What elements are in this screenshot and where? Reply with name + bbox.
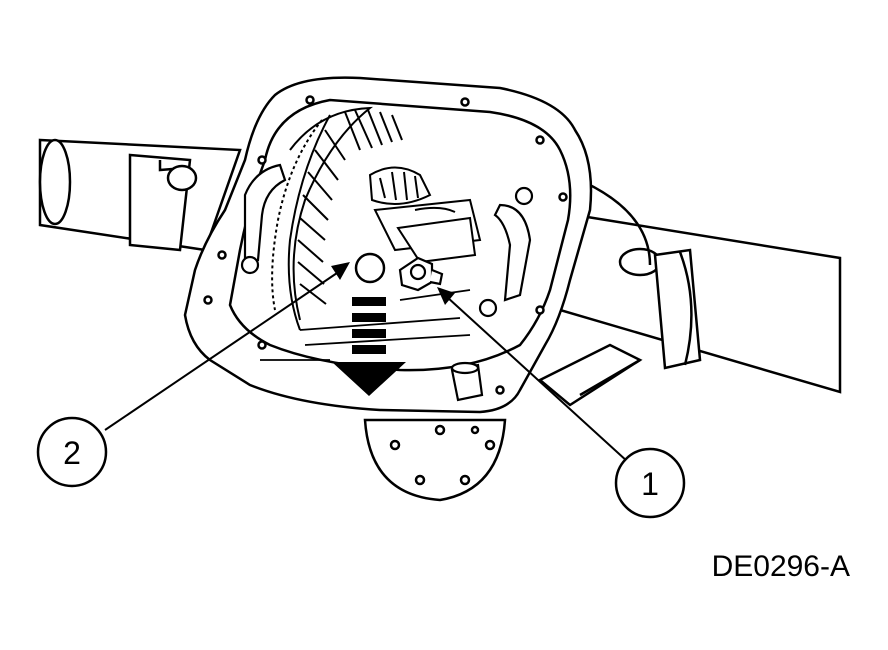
left-bearing-cap xyxy=(240,163,287,275)
right-bearing-cap xyxy=(478,186,534,318)
pinion-flange xyxy=(363,418,507,502)
lower-bracket xyxy=(537,343,643,407)
housing-interior-lines xyxy=(260,289,471,361)
figure-code: DE0296-A xyxy=(712,550,850,583)
callout-2-label: 2 xyxy=(63,435,81,471)
leader-line-1 xyxy=(446,296,629,463)
drain-plug xyxy=(398,256,444,292)
callout-1: 1 xyxy=(614,447,686,519)
callout-1-label: 1 xyxy=(641,466,659,502)
housing-flange xyxy=(183,76,593,414)
fill-fitting xyxy=(450,361,484,402)
drain-hole xyxy=(354,252,386,284)
right-axle-tube xyxy=(558,176,842,394)
callout-2: 2 xyxy=(36,416,108,488)
ring-gear xyxy=(271,106,403,331)
left-axle-tube xyxy=(38,138,242,252)
down-arrow-icon xyxy=(332,297,406,396)
pinion-gear xyxy=(368,166,482,264)
leader-arrowhead-2 xyxy=(331,262,350,280)
leader-arrowhead-1 xyxy=(437,287,455,305)
leader-line-2 xyxy=(104,272,338,431)
